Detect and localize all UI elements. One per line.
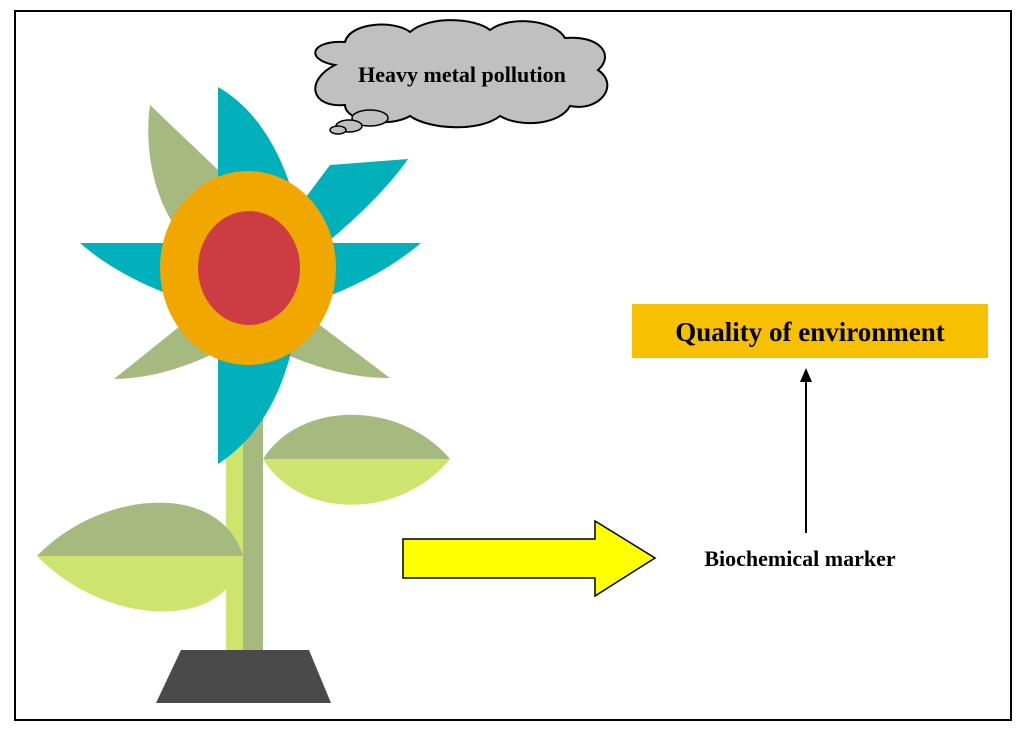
flower-pot [156,650,331,703]
upward-arrow [800,368,812,533]
quality-box: Quality of environment [632,304,988,358]
cloud-label: Heavy metal pollution [358,62,566,87]
flower-center [198,211,300,325]
marker-label: Biochemical marker [704,546,895,571]
block-arrow [402,519,657,598]
quality-label: Quality of environment [675,317,945,347]
right-leaf [263,414,450,505]
left-leaf [37,502,243,612]
pollution-cloud: Heavy metal pollution [314,19,609,135]
plant-illustration [37,87,450,703]
plant-stem [226,410,263,652]
